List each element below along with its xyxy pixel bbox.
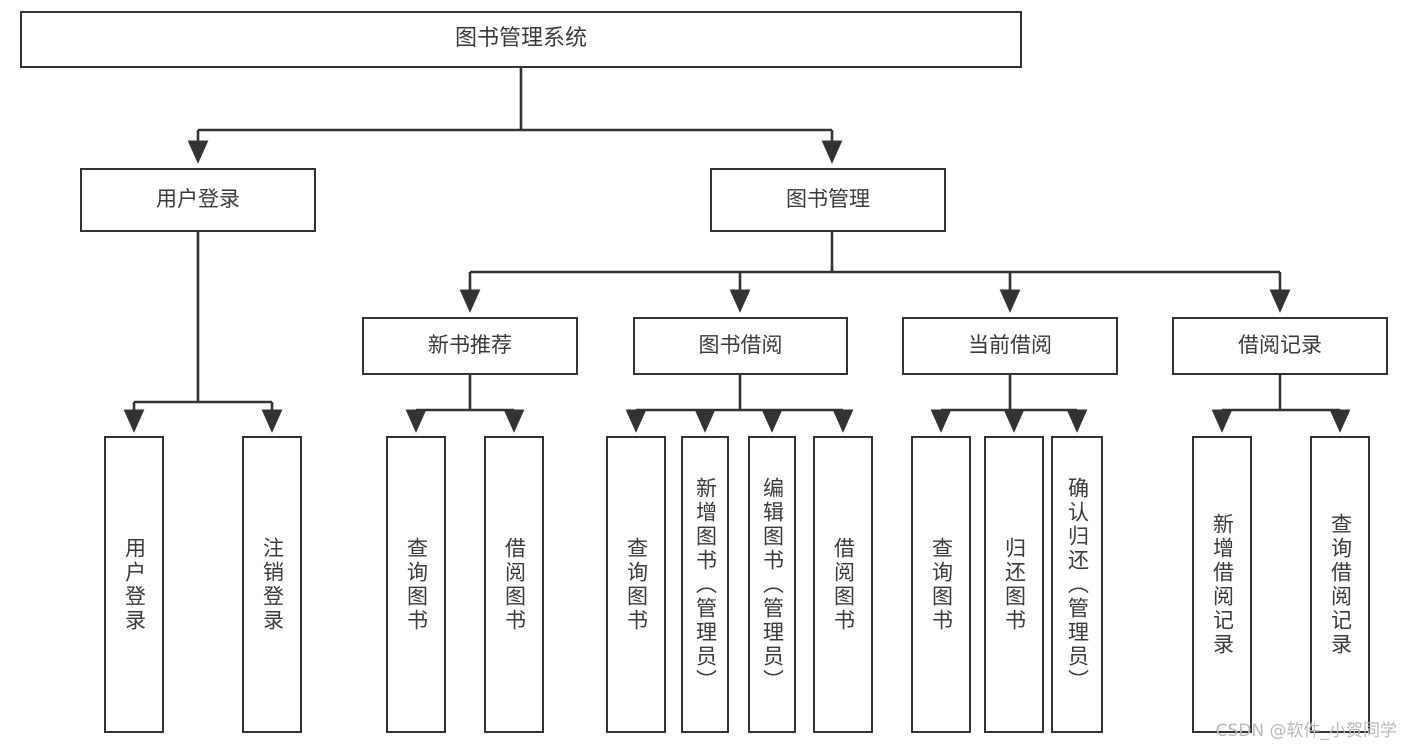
node-leaf-query-book-2-label: 查询图书 [624,536,649,633]
node-leaf-borrow-book-2[interactable]: 借阅图书 [813,436,873,733]
node-leaf-borrow-book-1-label: 借阅图书 [502,536,527,633]
node-borrow-record-label: 借阅记录 [1238,333,1322,358]
node-leaf-user-logout[interactable]: 注销登录 [242,436,302,733]
node-book-borrow[interactable]: 图书借阅 [633,317,848,375]
node-leaf-query-book-1[interactable]: 查询图书 [386,436,446,733]
node-leaf-user-login[interactable]: 用户登录 [104,436,164,733]
node-leaf-borrow-book-2-label: 借阅图书 [831,536,856,633]
node-leaf-query-book-1-label: 查询图书 [404,536,429,633]
node-leaf-add-borrow-record-label: 新增借阅记录 [1210,512,1235,657]
node-borrow-record[interactable]: 借阅记录 [1172,317,1388,375]
node-book-manage[interactable]: 图书管理 [710,168,946,232]
node-leaf-borrow-book-1[interactable]: 借阅图书 [484,436,544,733]
node-current-borrow-label: 当前借阅 [968,333,1052,358]
node-leaf-add-borrow-record[interactable]: 新增借阅记录 [1192,436,1252,733]
node-leaf-query-book-3-label: 查询图书 [929,536,954,633]
node-leaf-user-login-label: 用户登录 [122,536,147,633]
node-leaf-return-book-label: 归还图书 [1002,536,1027,633]
node-new-book-recommend[interactable]: 新书推荐 [362,317,578,375]
node-leaf-return-book[interactable]: 归还图书 [984,436,1044,733]
node-leaf-query-borrow-record[interactable]: 查询借阅记录 [1310,436,1370,733]
node-leaf-query-borrow-record-label: 查询借阅记录 [1328,512,1353,657]
node-user-login-label: 用户登录 [156,187,240,212]
node-leaf-confirm-return-admin[interactable]: 确认归还（管理员） [1051,436,1103,733]
node-leaf-edit-book-admin-label: 编辑图书（管理员） [760,476,785,693]
node-leaf-confirm-return-admin-label: 确认归还（管理员） [1065,476,1090,693]
node-leaf-add-book-admin-label: 新增图书（管理员） [693,476,718,693]
node-root-label: 图书管理系统 [454,26,587,52]
node-leaf-add-book-admin[interactable]: 新增图书（管理员） [681,436,729,733]
node-leaf-query-book-3[interactable]: 查询图书 [911,436,971,733]
node-current-borrow[interactable]: 当前借阅 [902,317,1118,375]
node-book-borrow-label: 图书借阅 [698,333,783,358]
node-user-login[interactable]: 用户登录 [80,168,316,232]
node-leaf-edit-book-admin[interactable]: 编辑图书（管理员） [748,436,796,733]
node-new-book-recommend-label: 新书推荐 [428,333,512,358]
node-root[interactable]: 图书管理系统 [20,11,1022,68]
node-leaf-query-book-2[interactable]: 查询图书 [606,436,666,733]
node-book-manage-label: 图书管理 [786,187,870,212]
node-leaf-user-logout-label: 注销登录 [260,536,285,633]
